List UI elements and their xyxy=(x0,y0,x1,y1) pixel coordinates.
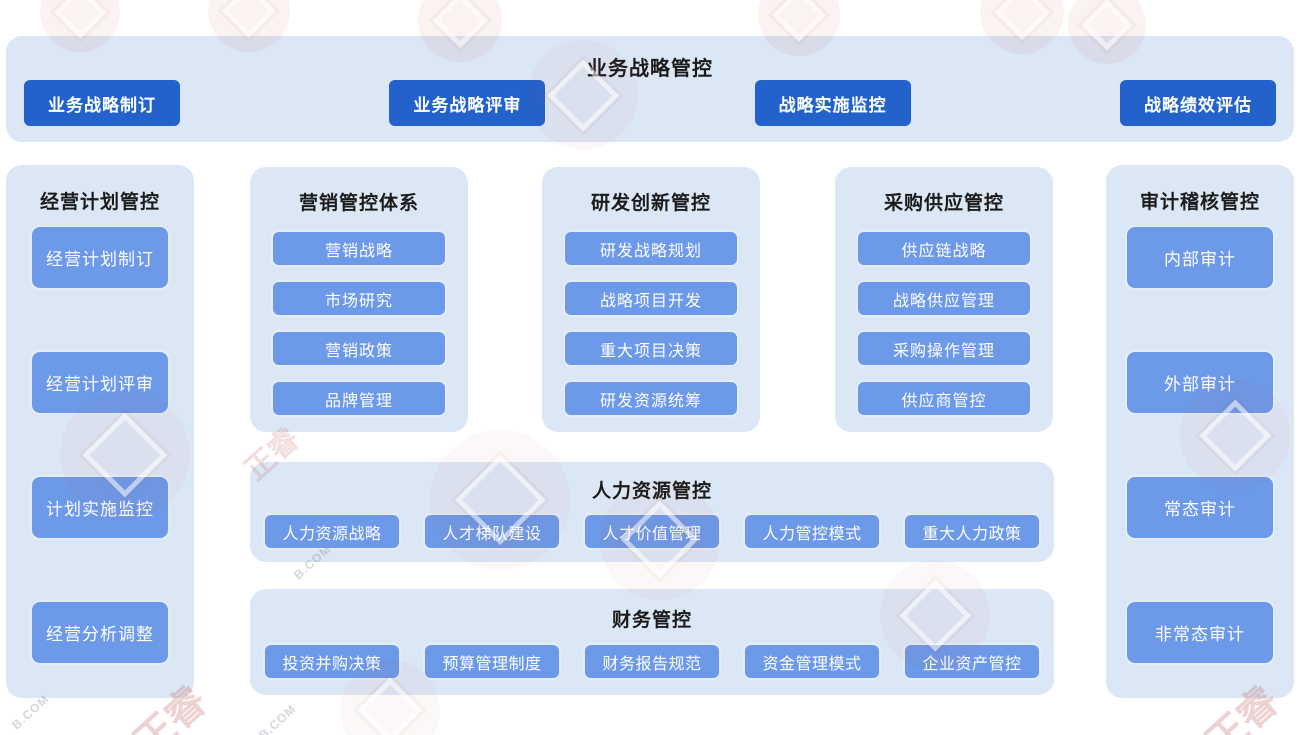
panel-marketing-title: 营销管控体系 xyxy=(298,193,419,214)
block-supply-chain-strategy: 供应链战略 xyxy=(856,230,1032,267)
block-enterprise-asset-control: 企业资产管控 xyxy=(903,643,1041,680)
block-strategy-performance-evaluation: 战略绩效评估 xyxy=(1119,80,1276,126)
block-budget-management-system: 预算管理制度 xyxy=(423,643,561,680)
panel-audit-control: 审计稽核管控 内部审计 外部审计 常态审计 非常态审计 xyxy=(1106,165,1294,698)
block-major-project-decision: 重大项目决策 xyxy=(563,330,739,367)
block-strategic-supply-management: 战略供应管理 xyxy=(856,280,1032,317)
panel-finance-title: 财务管控 xyxy=(611,610,692,631)
block-supplier-control: 供应商管控 xyxy=(856,380,1032,417)
panel-operating-plan-control: 经营计划管控 经营计划制订 经营计划评审 计划实施监控 经营分析调整 xyxy=(6,165,194,698)
marketing-blocks: 营销战略 市场研究 营销政策 品牌管理 xyxy=(250,230,468,417)
block-non-routine-audit: 非常态审计 xyxy=(1125,600,1275,665)
block-plan-monitoring: 计划实施监控 xyxy=(30,475,170,540)
block-strategic-project-development: 战略项目开发 xyxy=(563,280,739,317)
panel-procurement-supply-control: 采购供应管控 供应链战略 战略供应管理 采购操作管理 供应商管控 xyxy=(835,167,1053,432)
block-plan-formulation: 经营计划制订 xyxy=(30,225,170,290)
block-hr-control-model: 人力管控模式 xyxy=(743,513,881,550)
rd-blocks: 研发战略规划 战略项目开发 重大项目决策 研发资源统筹 xyxy=(542,230,760,417)
block-capital-management-model: 资金管理模式 xyxy=(743,643,881,680)
panel-audit-title: 审计稽核管控 xyxy=(1139,192,1260,213)
panel-finance-control: 财务管控 投资并购决策 预算管理制度 财务报告规范 资金管理模式 企业资产管控 xyxy=(250,589,1054,695)
block-marketing-policy: 营销政策 xyxy=(271,330,447,367)
block-talent-value-management: 人才价值管理 xyxy=(583,513,721,550)
block-procurement-operation-management: 采购操作管理 xyxy=(856,330,1032,367)
block-talent-pipeline: 人才梯队建设 xyxy=(423,513,561,550)
panel-hr-control: 人力资源管控 人力资源战略 人才梯队建设 人才价值管理 人力管控模式 重大人力政… xyxy=(250,462,1054,562)
hr-blocks: 人力资源战略 人才梯队建设 人才价值管理 人力管控模式 重大人力政策 xyxy=(263,513,1041,550)
block-rd-strategy-planning: 研发战略规划 xyxy=(563,230,739,267)
block-analysis-adjustment: 经营分析调整 xyxy=(30,600,170,665)
brand-watermark-url: B.COM xyxy=(256,701,299,735)
panel-marketing-control: 营销管控体系 营销战略 市场研究 营销政策 品牌管理 xyxy=(250,167,468,432)
panel-procurement-title: 采购供应管控 xyxy=(883,193,1004,214)
block-hr-strategy: 人力资源战略 xyxy=(263,513,401,550)
block-routine-audit: 常态审计 xyxy=(1125,475,1275,540)
block-strategy-formulation: 业务战略制订 xyxy=(24,80,180,126)
panel-rd-innovation-control: 研发创新管控 研发战略规划 战略项目开发 重大项目决策 研发资源统筹 xyxy=(542,167,760,432)
block-strategy-implementation-monitoring: 战略实施监控 xyxy=(754,80,911,126)
block-rd-resource-coordination: 研发资源统筹 xyxy=(563,380,739,417)
block-market-research: 市场研究 xyxy=(271,280,447,317)
procurement-blocks: 供应链战略 战略供应管理 采购操作管理 供应商管控 xyxy=(835,230,1053,417)
block-investment-ma-decision: 投资并购决策 xyxy=(263,643,401,680)
block-external-audit: 外部审计 xyxy=(1125,350,1275,415)
banner-button-row: 业务战略制订 业务战略评审 战略实施监控 战略绩效评估 xyxy=(24,80,1276,126)
panel-operating-plan-title: 经营计划管控 xyxy=(39,192,160,213)
block-financial-reporting-standards: 财务报告规范 xyxy=(583,643,721,680)
block-brand-management: 品牌管理 xyxy=(271,380,447,417)
panel-hr-title: 人力资源管控 xyxy=(591,481,712,502)
panel-business-strategy: 业务战略管控 业务战略制订 业务战略评审 战略实施监控 战略绩效评估 xyxy=(6,36,1294,142)
block-marketing-strategy: 营销战略 xyxy=(271,230,447,267)
audit-blocks: 内部审计 外部审计 常态审计 非常态审计 xyxy=(1106,225,1294,665)
panel-rd-title: 研发创新管控 xyxy=(590,193,711,214)
finance-blocks: 投资并购决策 预算管理制度 财务报告规范 资金管理模式 企业资产管控 xyxy=(263,643,1041,680)
block-major-hr-policy: 重大人力政策 xyxy=(903,513,1041,550)
operating-plan-blocks: 经营计划制订 经营计划评审 计划实施监控 经营分析调整 xyxy=(6,225,194,665)
block-strategy-review: 业务战略评审 xyxy=(389,80,546,126)
panel-business-strategy-title: 业务战略管控 xyxy=(587,58,713,80)
block-plan-review: 经营计划评审 xyxy=(30,350,170,415)
block-internal-audit: 内部审计 xyxy=(1125,225,1275,290)
